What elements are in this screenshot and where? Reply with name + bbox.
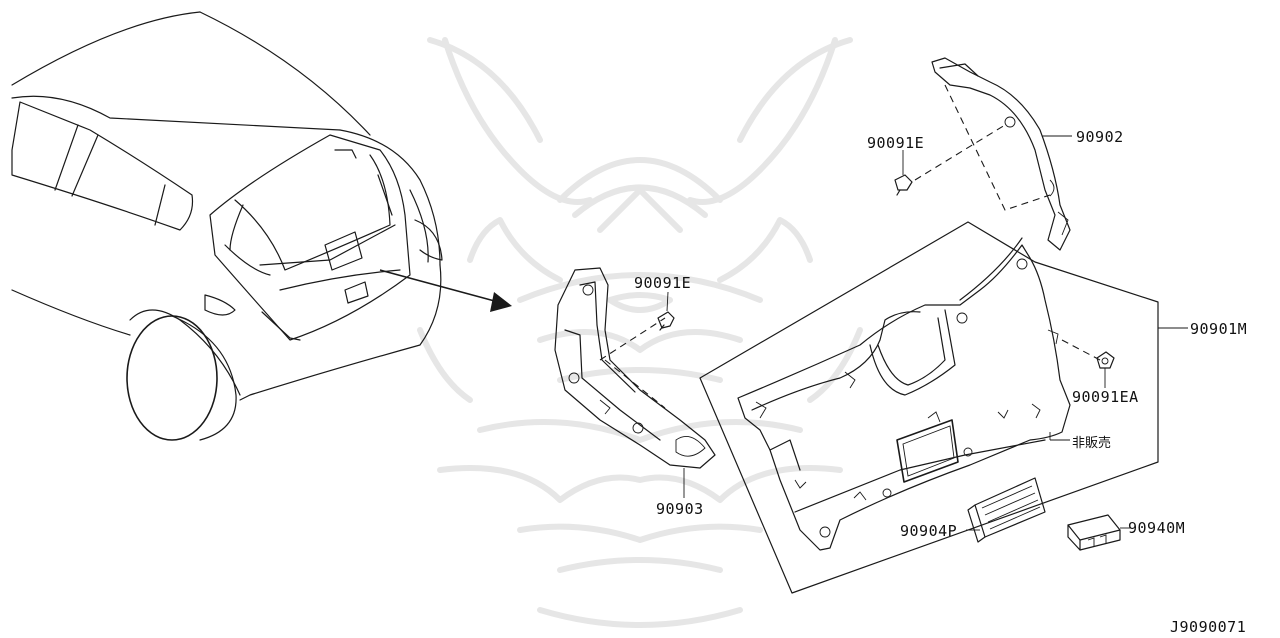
label-clip-top: 90091E [867,134,924,152]
watermark-logo [417,37,863,628]
main-trim-90901m [737,237,1101,551]
clip-90091ea [1096,351,1115,388]
clip-90091e-left [657,291,675,331]
finisher-90904p [966,477,1046,543]
side-trim-90903 [554,267,716,498]
upper-trim-90902 [914,57,1072,251]
label-switch: 90940M [1128,519,1185,537]
label-side-trim: 90903 [656,500,704,518]
label-license-finisher: 90904P [900,522,957,540]
drawing-id: J9090071 [1170,618,1246,636]
clip-90091e-top [894,150,913,196]
switch-90940m [1067,514,1130,551]
label-main-trim: 90901M [1190,320,1247,338]
label-not-sold: 非販売 [1072,435,1111,451]
vehicle-rear-illustration [11,11,512,441]
label-upper-trim: 90902 [1076,128,1124,146]
assembly-boundary [699,221,1159,594]
label-clip-right: 90091EA [1072,388,1139,406]
label-clip-left: 90091E [634,274,691,292]
